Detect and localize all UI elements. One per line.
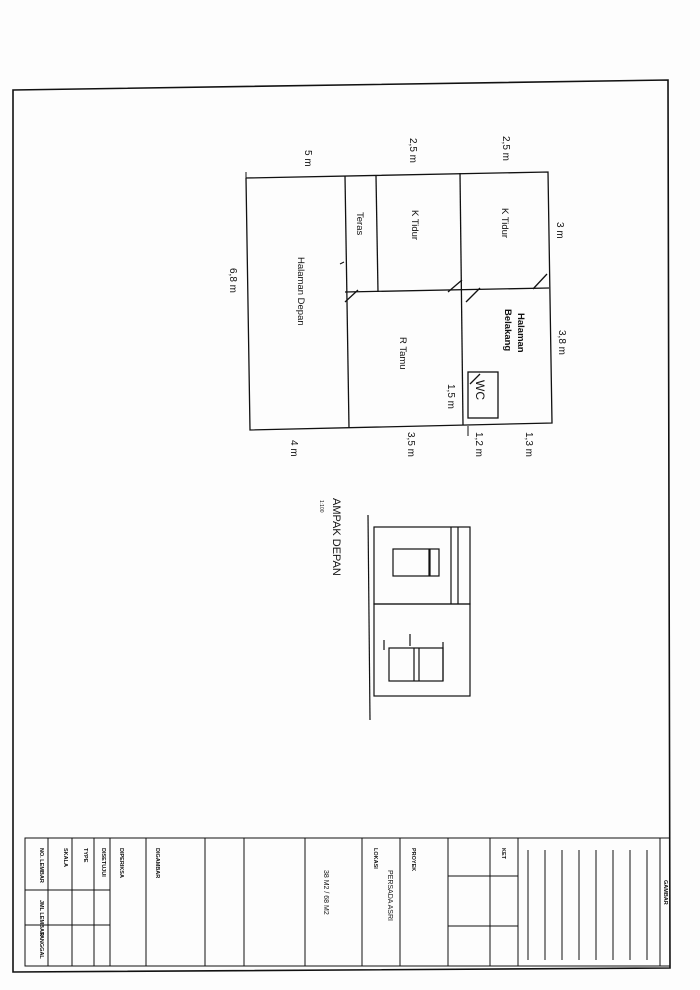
elevation-lower-block [373,603,471,697]
floor-plan [245,171,553,431]
front-elevation: AMPAK DEPAN 1:100 [318,498,471,721]
dim-right-top: 3 m [554,222,565,239]
dim-left: 6,8 m [227,268,238,293]
door-mark-1 [344,289,359,303]
elevation-upper-block [373,526,471,605]
ground-line [367,514,371,721]
tb-label-ket: KET [500,848,506,860]
room-halaman-depan: Halaman Depan [295,257,306,326]
tb-label-tanggal: TANGGAL [38,932,44,959]
dim-bottom-left: 4 m [288,440,299,457]
elevation-scale: 1:100 [318,500,324,513]
title-block-frame [24,837,671,967]
door-mark-wc [469,373,481,385]
door-mark-2 [447,279,463,293]
window [392,548,430,577]
sheet-border [12,79,671,973]
tb-label-no-lembar: NO. LEMBAR [38,848,44,883]
dim-right-mid: 3,8 m [556,330,567,355]
tb-label-jml-lembar: JML LEMBAR [38,900,44,936]
elevation-title: AMPAK DEPAN [330,498,342,576]
dim-right-bottom: 1,3 m [523,432,534,457]
room-halaman-belakang-1: Halaman [515,313,526,353]
door-mark-3 [465,287,481,303]
wall-middle [344,287,550,293]
room-teras: Teras [354,212,365,235]
door [388,647,444,682]
tb-label-gambar: GAMBAR [662,880,668,905]
window-side [429,548,440,577]
tb-project: PERSADA ASRI [386,870,393,921]
wall-terrace-front [344,175,350,429]
tb-label-type: TYPE [82,848,88,863]
tb-label-proyek: PROYEK [410,848,416,871]
room-k-tidur-1: K Tidur [409,210,420,240]
wall-bedrooms-split [459,172,464,426]
dim-bottom-mid: 3,5 m [405,432,416,457]
room-halaman-belakang-2: Belakang [502,309,513,351]
plan-outline [245,171,553,431]
dim-top-mid: 2,5 m [407,138,418,163]
room-k-tidur-2: K Tidur [499,208,510,238]
dim-top-right: 2,5 m [500,136,511,161]
wc-box [467,371,499,419]
tb-label-digambar: DIGAMBAR [154,848,160,878]
dim-bottom-right: 1,2 m [473,432,484,457]
dimension-labels: 5 m 2,5 m 2,5 m 3 m 3,8 m 1,3 m 6,8 m 4 … [227,136,567,457]
tb-label-diperiksa: DIPERIKSA [118,848,124,878]
tb-label-skala: SKALA [62,848,68,867]
title-block [24,837,671,967]
tick [339,261,345,265]
door-mark-4 [532,273,548,290]
tb-label-disetujui: DISETUJUI [100,848,106,877]
dim-top-left: 5 m [302,150,313,167]
title-block-text: NO. LEMBAR JML LEMBAR TANGGAL SKALA TYPE… [38,848,668,959]
tb-label-lokasi: LOKASI [372,848,378,869]
room-labels: Halaman Depan Teras K Tidur K Tidur R Ta… [295,208,526,400]
tb-area: 38 M2 / 68 M2 [322,870,329,915]
room-wc: WC [473,380,487,400]
dim-wc-width: 1,5 m [445,384,456,409]
wall-terrace-bedroom [375,175,379,293]
room-r-tamu: R Tamu [397,337,408,370]
